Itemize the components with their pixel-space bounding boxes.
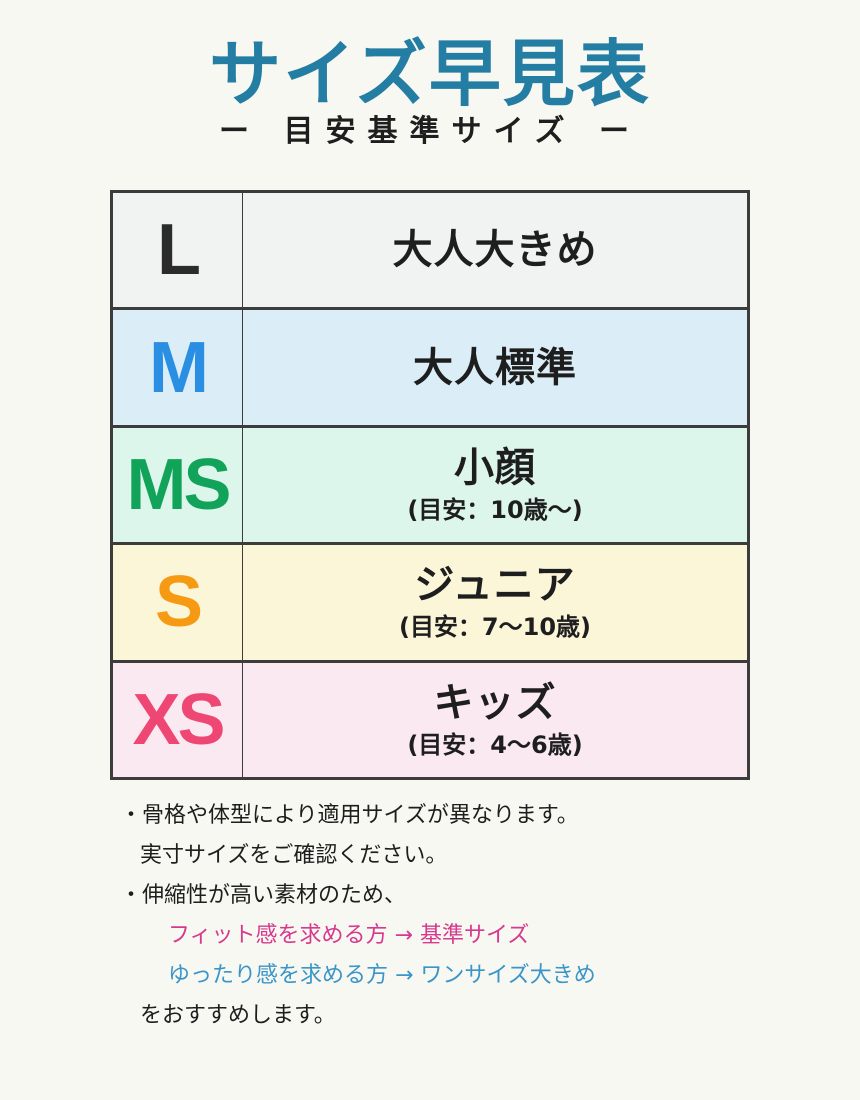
size-label: MS xyxy=(113,427,243,543)
page-subtitle: ー 目安基準サイズ ー xyxy=(219,114,641,149)
notes-section: ・骨格や体型により適用サイズが異なります。 実寸サイズをご確認ください。 ・伸縮… xyxy=(120,796,820,1036)
note-recommend: をおすすめします。 xyxy=(140,1003,336,1028)
size-label: M xyxy=(113,310,243,425)
size-age-note: (目安：7〜10歳) xyxy=(398,613,592,642)
size-age-note: (目安：10歳〜) xyxy=(407,496,583,525)
size-description-main: 大人標準 xyxy=(413,344,577,391)
size-description-main: 小顔 xyxy=(454,445,536,492)
size-row-xs: XS キッズ (目安：4〜6歳) xyxy=(113,659,747,778)
size-description: ジュニア (目安：7〜10歳) xyxy=(245,549,745,655)
size-description: 小顔 (目安：10歳〜) xyxy=(245,432,745,538)
size-description-main: ジュニア xyxy=(414,562,576,609)
size-row-m: M 大人標準 xyxy=(113,307,747,425)
size-label: XS xyxy=(113,662,243,778)
page-title: サイズ早見表 xyxy=(209,32,651,116)
note-loose-recommendation: ゆったり感を求める方 → ワンサイズ大きめ xyxy=(168,963,596,988)
note-stretch: ・伸縮性が高い素材のため、 xyxy=(120,883,407,908)
size-description: 大人標準 xyxy=(245,314,745,420)
size-description: キッズ (目安：4〜6歳) xyxy=(245,667,745,773)
size-description: 大人大きめ xyxy=(245,197,745,303)
size-age-note: (目安：4〜6歳) xyxy=(407,730,583,759)
size-description-main: 大人大きめ xyxy=(392,227,598,274)
size-label: L xyxy=(113,193,243,308)
size-description-main: キッズ xyxy=(433,679,557,726)
size-row-ms: MS 小顔 (目安：10歳〜) xyxy=(113,424,747,543)
size-row-s: S ジュニア (目安：7〜10歳) xyxy=(113,542,747,660)
note-fit-recommendation: フィット感を求める方 → 基準サイズ xyxy=(168,923,530,948)
note-check-size: 実寸サイズをご確認ください。 xyxy=(140,843,448,868)
size-label: S xyxy=(113,545,243,660)
size-row-l: L 大人大きめ xyxy=(113,193,747,308)
note-fit-varies: ・骨格や体型により適用サイズが異なります。 xyxy=(120,803,579,828)
size-table: L 大人大きめ M 大人標準 MS 小顔 (目安：10歳〜) S ジュニア (目… xyxy=(110,190,750,780)
